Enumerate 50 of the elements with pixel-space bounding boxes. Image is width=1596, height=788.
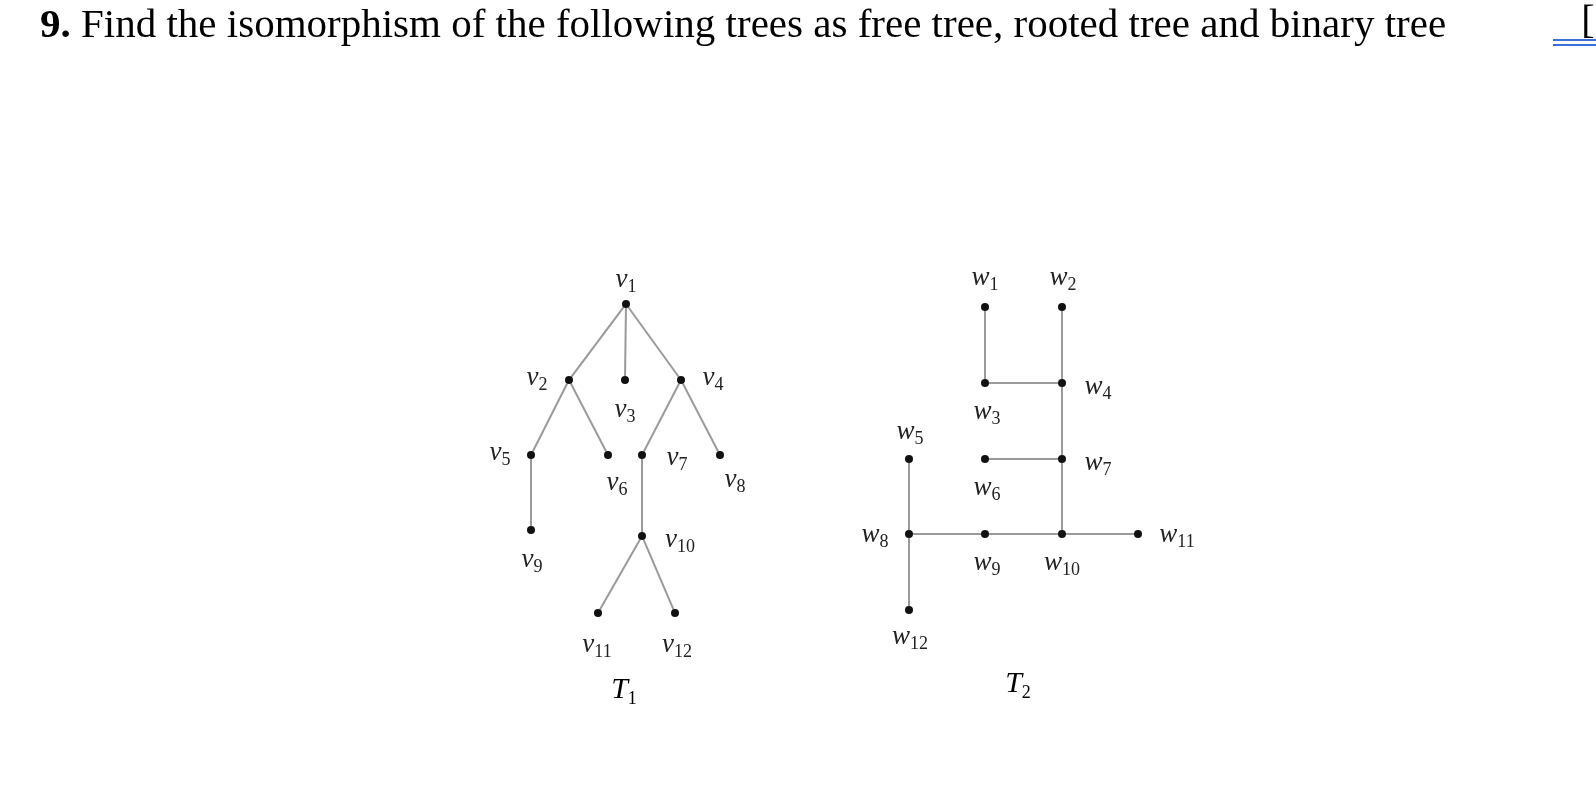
vertex-label: v$_{2}$ [526,363,548,393]
vertex-label: v$_{6}$ [606,468,628,498]
bracket-mark: [ [1581,0,1595,40]
vertex-label: v$_{9}$ [521,545,543,575]
tree-name: T$_{1}$ [611,673,637,707]
vertex-label: w$_{8}$ [861,520,889,550]
tree-edge [531,382,569,453]
tree-edge [1061,386,1063,456]
tree-edge [599,538,641,611]
vertex-label: w$_{3}$ [973,397,1001,427]
tree-edge [908,462,910,531]
vertex-label: v$_{7}$ [666,443,688,473]
tree-edge [988,382,1059,384]
tree-edge [641,458,643,533]
tree-edge [908,537,910,607]
tree-edge [530,458,532,527]
vertex-label: w$_{6}$ [973,473,1001,503]
tree-edge [624,307,627,377]
vertex-label: w$_{1}$ [971,263,999,293]
tree-edge [984,310,986,380]
tree-edge [570,306,625,378]
tree-edge [627,306,680,378]
tree-edge [988,458,1059,460]
tree-edge [1065,533,1135,535]
question-heading: 9. Find the isomorphism of the following trees as free tree, rooted tree and binary tree [40,0,1447,47]
tree-edge [988,533,1059,535]
vertex-label: w$_{10}$ [1044,548,1080,578]
tree-edge [912,533,982,535]
tree-edge [1061,462,1063,531]
vertex-label: v$_{1}$ [615,265,637,295]
vertex-label: v$_{11}$ [582,630,612,660]
vertex-label: v$_{10}$ [665,525,695,555]
vertex-label: v$_{12}$ [662,630,692,660]
vertex-label: v$_{3}$ [614,395,636,425]
vertex-label: v$_{8}$ [724,465,746,495]
vertex-label: w$_{2}$ [1049,263,1077,293]
tree-edge [681,382,720,453]
vertex-label: v$_{4}$ [702,363,724,393]
vertex-label: w$_{5}$ [896,417,924,447]
vertex-label: w$_{12}$ [892,622,928,652]
vertex-label: w$_{9}$ [973,548,1001,578]
tree-edge [569,382,608,453]
tree-edge [642,382,681,453]
tree-edge [642,538,675,611]
vertex-label: v$_{5}$ [489,438,511,468]
vertex-label: w$_{11}$ [1159,520,1195,550]
vertex-label: w$_{4}$ [1084,372,1112,402]
tree-edge [1061,310,1063,380]
tree-name: T$_{2}$ [1005,667,1031,701]
vertex-label: w$_{7}$ [1084,448,1112,478]
